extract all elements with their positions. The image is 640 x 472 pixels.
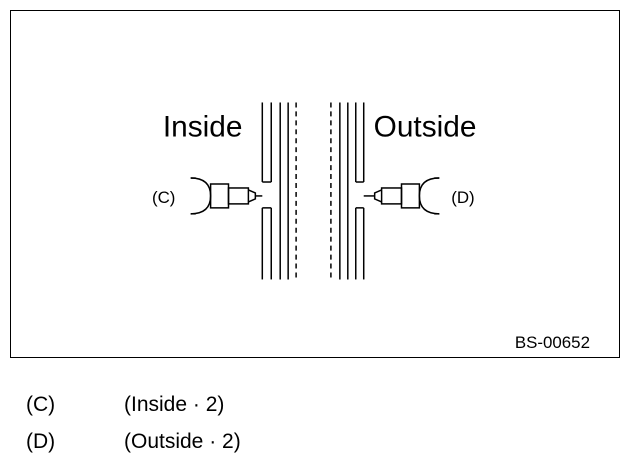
figure-frame: Inside Outside (C) (D) BS-00652 — [10, 10, 620, 358]
legend-value: (Inside · 2) — [124, 393, 225, 416]
legend-key: (C) — [26, 393, 56, 416]
legend-row-d: (D) (Outside · 2) — [26, 430, 241, 467]
legend-row-c: (C) (Inside · 2) — [26, 393, 241, 430]
connector-d-label: (D) — [451, 188, 474, 207]
inside-panel — [261, 102, 297, 280]
connector-c-label: (C) — [152, 188, 175, 207]
legend-key: (D) — [26, 430, 56, 453]
wiring-diagram: Inside Outside (C) (D) BS-00652 — [152, 102, 590, 352]
connector-d — [363, 177, 440, 215]
figure-id: BS-00652 — [515, 333, 590, 352]
legend-value: (Outside · 2) — [124, 430, 241, 453]
outside-panel — [330, 102, 365, 280]
legend: (C) (Inside · 2) (D) (Outside · 2) — [26, 393, 241, 467]
inside-label: Inside — [163, 110, 243, 143]
connector-c — [190, 177, 263, 215]
outside-label: Outside — [374, 110, 477, 143]
